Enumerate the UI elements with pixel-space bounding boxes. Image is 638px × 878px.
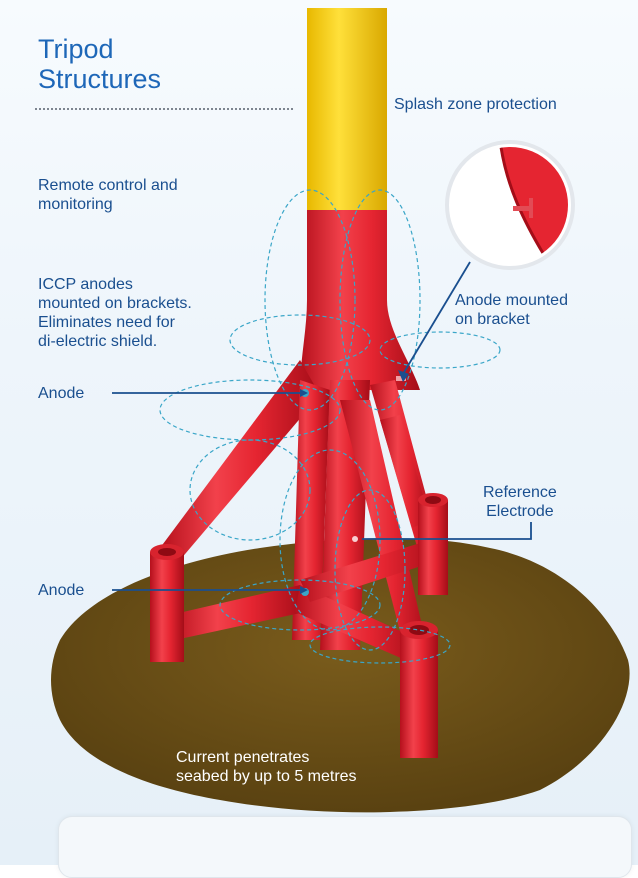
seabed-current-label: Current penetrates seabed by up to 5 met… [176, 748, 357, 786]
pile-sleeve-left [150, 552, 184, 662]
anode-lower-label: Anode [38, 581, 84, 600]
remote-control-label: Remote control and monitoring [38, 176, 178, 214]
reference-electrode-marker [352, 536, 358, 542]
pile-sleeve-right [418, 500, 448, 595]
bracket-inset [440, 140, 600, 280]
pile-sleeve-front [400, 630, 438, 758]
bottom-info-panel [58, 816, 632, 878]
main-column [300, 210, 420, 390]
anode-upper-label: Anode [38, 384, 84, 403]
anode-mounted-label: Anode mounted on bracket [455, 291, 568, 329]
splash-zone-column [307, 8, 387, 218]
reference-electrode-label: Reference Electrode [483, 483, 557, 521]
splash-zone-label: Splash zone protection [394, 95, 557, 114]
iccp-anodes-label: ICCP anodes mounted on brackets. Elimina… [38, 275, 192, 351]
